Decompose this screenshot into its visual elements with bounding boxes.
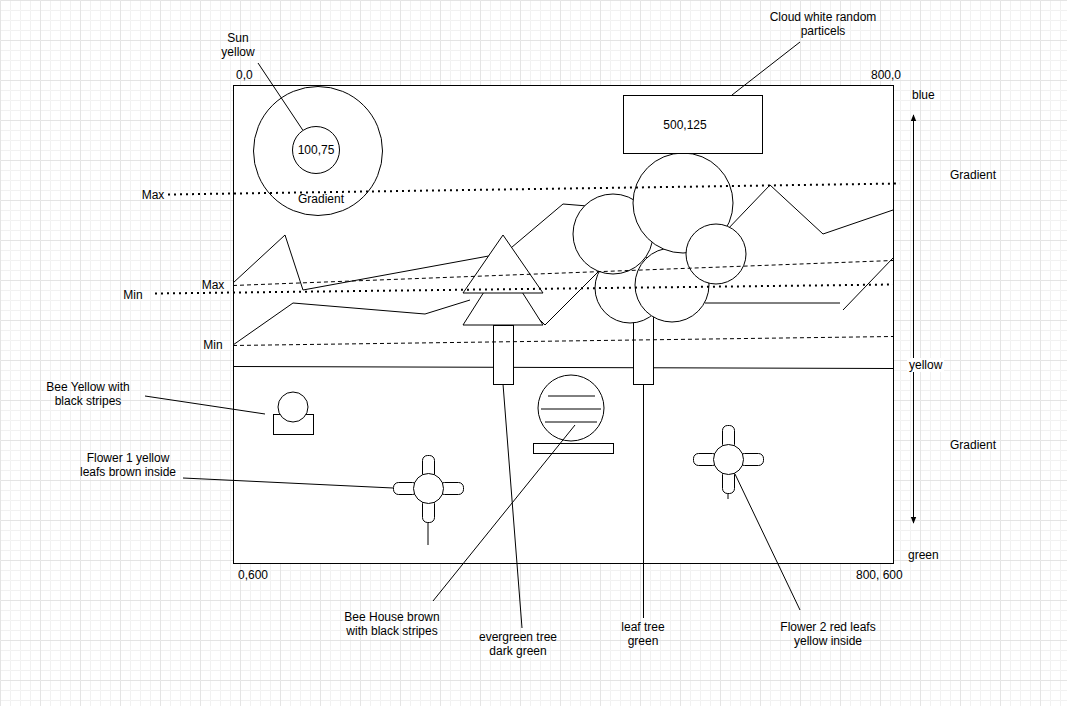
mountain-line [233,204,612,290]
flower-stem [428,522,429,545]
node-text: 500,125 [663,118,706,132]
sun-core-circle: 100,75 [292,126,340,174]
sun-circle-shape [254,87,383,216]
flower-center [414,474,444,504]
bee-label: Bee Yellow with black stripes [38,380,138,408]
min-label: Min [123,288,142,302]
horizon-line [233,367,893,369]
max-dotted-line [168,184,900,195]
max-dashed-line [233,261,893,286]
coordinate-label: 0,0 [236,68,253,82]
coordinate-label: 800,0 [871,68,901,82]
evergreen-tree-label: evergreen tree dark green [473,630,563,658]
mountain-line [725,185,893,234]
gradient-label: Gradient [950,438,996,452]
leader-line [735,474,800,610]
bee-house-stripe [545,422,597,423]
leader-line [433,425,575,601]
bee-house-label: Bee House brown with black stripes [340,610,445,638]
evergreen-trunk [494,326,514,385]
coordinate-label: 800, 600 [856,568,903,582]
sun-circle: Gradient 100,75 [253,86,383,216]
mountain-line [233,300,470,345]
leader-line [643,384,644,618]
leader-line [732,42,800,95]
cloud-box-shape [624,96,763,154]
sun-core-circle-shape [293,127,340,174]
leader-line [145,396,265,414]
bee-house-base [534,444,614,454]
coordinate-label: 0,600 [238,568,268,582]
node-text: Gradient [298,192,344,206]
min-label: Min [203,338,222,352]
sun-label: Sun yellow [213,31,263,59]
bee-house-stripe [548,396,595,397]
flower-label: Flower 1 yellow leafs brown inside [76,451,181,479]
cloud-box: 500,125 [623,95,763,154]
mountain-line [843,258,893,310]
bee-house [538,375,604,441]
max-label: Max [142,188,165,202]
canvas-frame [234,86,894,564]
min-dashed-line [233,337,893,346]
mountain-line [528,270,600,325]
node-text: 100,75 [298,143,335,157]
flower-center [714,445,744,475]
gradient-arrow [913,115,914,523]
bee-head [278,392,308,422]
color-label: yellow [907,358,944,372]
leader-line [183,478,393,488]
min-dotted-line [155,285,893,294]
leaf-tree-crown [686,224,746,284]
evergreen-crown [463,235,543,293]
leaf-tree-label: leaf tree green [613,620,673,648]
mountain-line [705,303,840,304]
flower-label: Flower 2 red leafs yellow inside [778,620,878,648]
bee-house-stripe [541,409,601,410]
max-label: Max [202,278,225,292]
color-label: blue [912,88,935,102]
leader-line [503,384,522,628]
leader-line [258,63,303,130]
color-label: green [908,548,939,562]
cloud-label: Cloud white random particels [753,10,893,38]
gradient-label: Gradient [950,168,996,182]
